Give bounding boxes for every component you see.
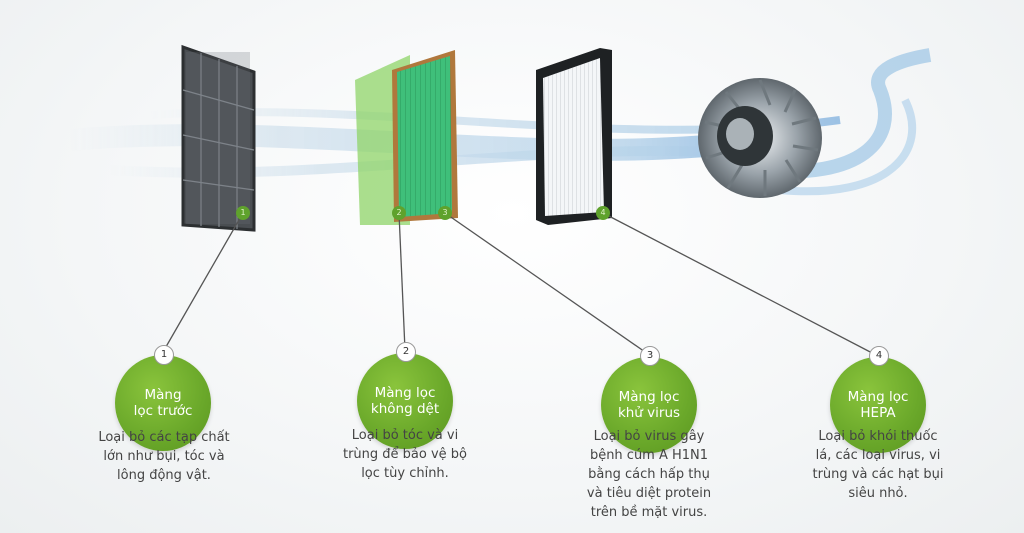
stage-number-4: 4 — [869, 346, 889, 366]
callout-lines — [162, 212, 877, 356]
stage-description-1: Loại bỏ các tạp chất lớn như bụi, tóc và… — [98, 430, 230, 483]
stage-circle-2: Màng lọc không dệt — [357, 353, 453, 449]
callout-line-4 — [602, 212, 877, 356]
hepa-filter-icon — [536, 48, 612, 225]
green-pleated-filter-icon — [392, 50, 458, 222]
mesh-filter-icon — [181, 44, 256, 232]
stage-title-4: Màng lọc HEPA — [847, 389, 909, 421]
callout-line-3 — [444, 212, 649, 355]
filter-marker-3: 3 — [438, 206, 452, 220]
stage-description-3: Loại bỏ virus gây bệnh cúm A H1N1 bằng c… — [586, 429, 712, 520]
stage-circle-3: Màng lọc khử virus — [601, 357, 697, 453]
filter-marker-2: 2 — [392, 206, 406, 220]
stage-number-3: 3 — [640, 346, 660, 366]
stage-number-1: 1 — [154, 345, 174, 365]
stage-description-4: Loại bỏ khói thuốc lá, các loại virus, v… — [812, 429, 944, 501]
stage-title-3: Màng lọc khử virus — [617, 389, 681, 421]
stage-title-2: Màng lọc không dệt — [370, 385, 440, 417]
stage-circle-4: Màng lọc HEPA — [830, 357, 926, 453]
callout-line-1 — [162, 212, 244, 353]
filter-marker-4: 4 — [596, 206, 610, 220]
blower-fan-icon — [698, 78, 822, 198]
stage-description-2: Loại bỏ tóc và vi trùng để bảo vệ bộ lọc… — [342, 428, 468, 481]
filter-marker-1: 1 — [236, 206, 250, 220]
stage-circle-1: Màng lọc trước — [115, 355, 211, 451]
callout-line-2 — [398, 212, 406, 351]
stage-number-2: 2 — [396, 342, 416, 362]
stage-title-1: Màng lọc trước — [133, 387, 193, 419]
